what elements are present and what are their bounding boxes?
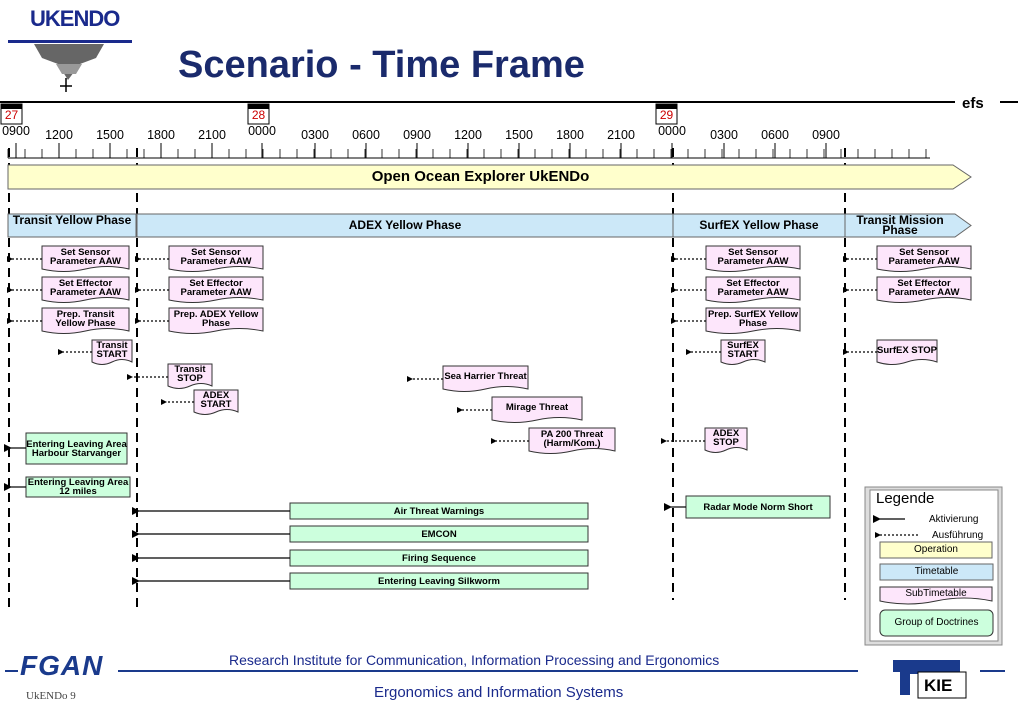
day-label: 28 bbox=[251, 108, 266, 122]
doctrine-label: Air Threat Warnings bbox=[393, 505, 485, 517]
tick-label: 1800 bbox=[147, 128, 175, 142]
tick-label: 0900 bbox=[403, 128, 431, 142]
tick-label: 1800 bbox=[556, 128, 584, 142]
footer-department: Ergonomics and Information Systems bbox=[374, 684, 624, 701]
subtimetable-label: SurfEX STOP bbox=[877, 344, 938, 356]
subtimetable-shape bbox=[705, 245, 801, 272]
phase-label: Transit Mission Phase bbox=[856, 213, 944, 237]
day-label: 27 bbox=[4, 108, 19, 122]
subtimetable-label: PA 200 Threat (Harm/Kom.) bbox=[540, 428, 604, 449]
tick-label: 0000 bbox=[248, 124, 276, 138]
tick-label: 1200 bbox=[454, 128, 482, 142]
subtimetable-shape bbox=[704, 427, 748, 453]
doctrine-label: Firing Sequence bbox=[402, 552, 476, 564]
subtimetable-shape bbox=[168, 245, 264, 272]
legend-title: Legende bbox=[876, 490, 935, 507]
subtimetable-shape bbox=[720, 339, 766, 365]
tick-label: 2100 bbox=[607, 128, 635, 142]
subtimetable-label: Set Effector Parameter AAW bbox=[50, 277, 121, 298]
legend-subtimetable: SubTimetable bbox=[905, 588, 967, 599]
doctrine-label: EMCON bbox=[421, 528, 457, 540]
doctrine-label: Entering Leaving Area 12 miles bbox=[27, 477, 129, 497]
subtimetable-label: Set Effector Parameter AAW bbox=[717, 277, 789, 298]
tick-label: 0300 bbox=[301, 128, 329, 142]
subtimetable-label: Set Sensor Parameter AAW bbox=[180, 246, 252, 267]
operation-label: Open Ocean Explorer UkENDo bbox=[371, 168, 590, 185]
tick-label: 0600 bbox=[352, 128, 380, 142]
subtimetable-label: Set Effector Parameter AAW bbox=[180, 277, 252, 298]
footer-institute: Research Institute for Communication, In… bbox=[229, 652, 720, 668]
tick-label: 0000 bbox=[658, 124, 686, 138]
fgan-logo: FGAN bbox=[20, 650, 104, 681]
page-title: Scenario - Time Frame bbox=[178, 44, 585, 86]
subtimetable-label: Prep. Transit Yellow Phase bbox=[55, 308, 116, 329]
kie-logo-text: KIE bbox=[924, 676, 953, 695]
subtimetable-shape bbox=[876, 276, 972, 303]
day-label: 29 bbox=[659, 108, 674, 122]
subtimetable-shape bbox=[91, 339, 133, 365]
legend-doctrines: Group of Doctrines bbox=[894, 617, 979, 628]
subtimetable-shape bbox=[41, 276, 130, 303]
subtimetable-label: Prep. SurfEX Yellow Phase bbox=[707, 308, 799, 329]
subtimetable-label: ADEX START bbox=[200, 390, 232, 410]
subtimetable-shape bbox=[528, 427, 616, 454]
logo-text: UKENDO bbox=[30, 6, 120, 31]
subtimetable-label: Sea Harrier Threat bbox=[444, 371, 527, 382]
subtimetable-shape bbox=[168, 276, 264, 303]
doctrine-label: Entering Leaving Silkworm bbox=[378, 575, 500, 587]
subtimetable-label: Prep. ADEX Yellow Phase bbox=[173, 308, 259, 329]
time-axis bbox=[7, 143, 930, 159]
subtimetable-label: Mirage Threat bbox=[505, 402, 569, 413]
subtimetable-shape bbox=[168, 307, 264, 334]
phase-label: ADEX Yellow Phase bbox=[348, 218, 462, 232]
subtimetable-shape bbox=[167, 363, 213, 389]
tick-label: 0900 bbox=[812, 128, 840, 142]
subtimetable-shape bbox=[41, 245, 130, 272]
slide-number: UkENDo 9 bbox=[26, 690, 76, 702]
tick-label: 0300 bbox=[710, 128, 738, 142]
phase-bar-mission bbox=[844, 213, 972, 238]
tick-label: 0600 bbox=[761, 128, 789, 142]
subtimetable-shape bbox=[442, 365, 529, 392]
legend-panel bbox=[864, 486, 1003, 646]
legend-activation: Aktivierung bbox=[929, 514, 979, 525]
tick-label: 2100 bbox=[198, 128, 226, 142]
calendar-icon bbox=[0, 103, 678, 125]
phase-bar-transit bbox=[7, 213, 137, 238]
legend-execution: Ausführung bbox=[932, 530, 984, 541]
tick-label: 1200 bbox=[45, 128, 73, 142]
subtimetable-label: ADEX STOP bbox=[712, 428, 740, 448]
subtimetable-label: Transit STOP bbox=[174, 364, 206, 384]
legend-operation: Operation bbox=[914, 544, 958, 555]
subtimetable-label: Set Sensor Parameter AAW bbox=[717, 246, 789, 267]
subtimetable-label: Set Sensor Parameter AAW bbox=[888, 246, 960, 267]
subtimetable-shape bbox=[705, 276, 801, 303]
brand-efs: efs bbox=[962, 95, 984, 112]
tick-label: 0900 bbox=[2, 124, 30, 138]
ukendo-logo bbox=[8, 40, 132, 92]
subtimetable-shape bbox=[705, 307, 801, 334]
phase-label: SurfEX Yellow Phase bbox=[699, 218, 819, 232]
doctrine-label: Radar Mode Norm Short bbox=[703, 501, 813, 513]
subtimetable-label: Transit START bbox=[96, 340, 128, 360]
subtimetable-shape bbox=[876, 245, 972, 272]
kie-logo bbox=[893, 660, 967, 699]
tick-label: 1500 bbox=[96, 128, 124, 142]
subtimetable-shape bbox=[193, 389, 239, 415]
subtimetable-shape bbox=[876, 339, 938, 365]
subtimetable-label: SurfEX START bbox=[727, 340, 759, 360]
tick-label: 1500 bbox=[505, 128, 533, 142]
subtimetable-shape bbox=[491, 396, 583, 423]
subtimetable-shape bbox=[41, 307, 130, 334]
subtimetable-label: Set Sensor Parameter AAW bbox=[50, 246, 121, 267]
subtimetable-label: Set Effector Parameter AAW bbox=[888, 277, 960, 298]
doctrine-label: Entering Leaving Area Harbour Starvanger bbox=[26, 438, 127, 459]
operation-bar bbox=[7, 164, 972, 190]
legend-timetable: Timetable bbox=[914, 566, 959, 577]
phase-label: Transit Yellow Phase bbox=[12, 213, 132, 227]
